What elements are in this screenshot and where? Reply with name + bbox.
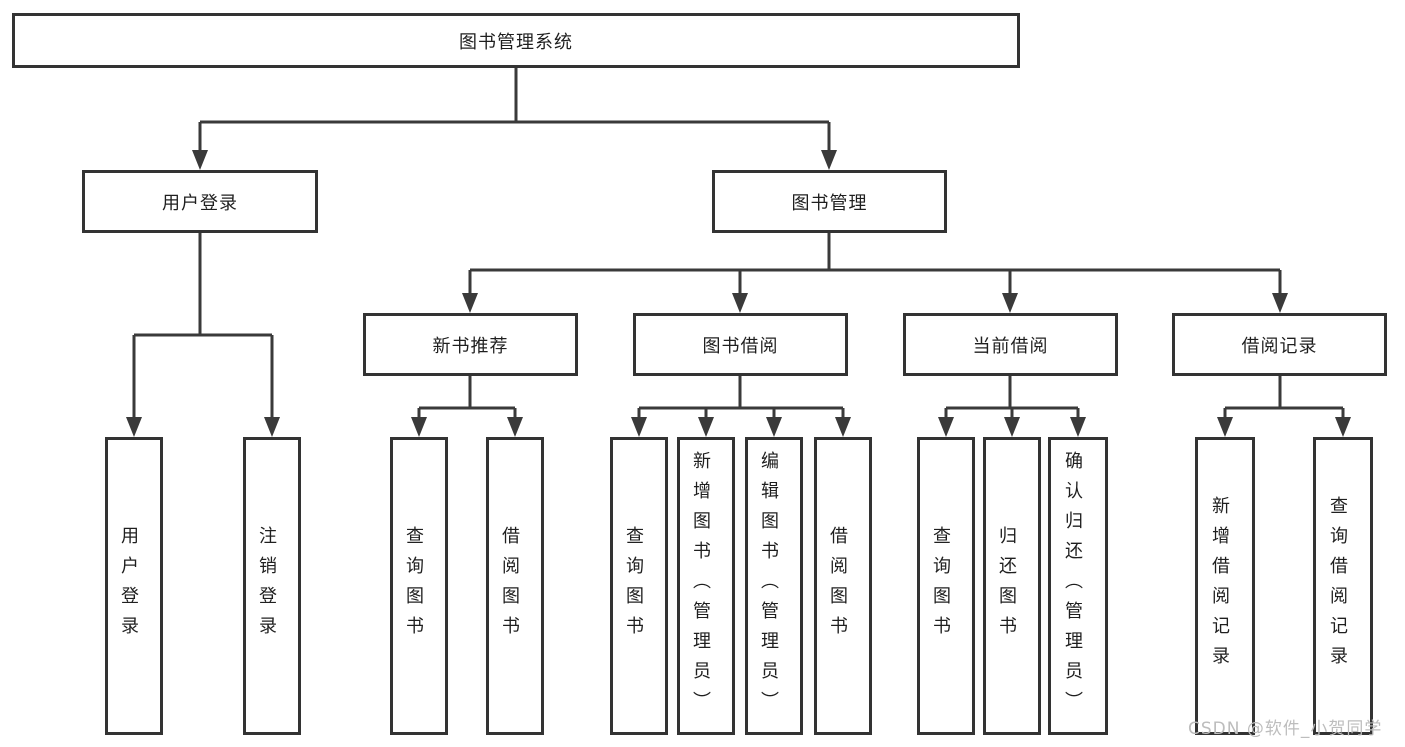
node-leaf-query-books-2-label: 查询图书 <box>623 526 644 646</box>
arrowhead-down <box>192 150 208 170</box>
arrowhead-down <box>1004 417 1020 437</box>
node-leaf-add-book-admin: 新增图书（管理员） <box>677 437 735 735</box>
node-leaf-query-books-3: 查询图书 <box>917 437 975 735</box>
node-leaf-add-borrow-record-label: 新增借阅记录 <box>1209 496 1230 676</box>
node-current-borrow: 当前借阅 <box>903 313 1118 376</box>
node-leaf-borrow-books-2-label: 借阅图书 <box>827 526 848 646</box>
node-leaf-return-book: 归还图书 <box>983 437 1041 735</box>
arrowhead-down <box>1272 293 1288 313</box>
node-leaf-query-books-3-label: 查询图书 <box>930 526 951 646</box>
node-borrow-record-label: 借阅记录 <box>1241 335 1318 357</box>
arrowhead-down <box>821 150 837 170</box>
node-book-mgmt: 图书管理 <box>712 170 947 233</box>
node-leaf-query-books-1: 查询图书 <box>390 437 448 735</box>
node-leaf-edit-book-admin-label: 编辑图书（管理员） <box>758 451 779 721</box>
arrowhead-down <box>835 417 851 437</box>
arrowhead-down <box>631 417 647 437</box>
connector-root-to-level2 <box>192 68 837 170</box>
arrowhead-down <box>462 293 478 313</box>
node-leaf-query-books-1-label: 查询图书 <box>403 526 424 646</box>
node-leaf-confirm-return-admin: 确认归还（管理员） <box>1048 437 1108 735</box>
arrowhead-down <box>732 293 748 313</box>
node-leaf-logout: 注销登录 <box>243 437 301 735</box>
node-book-mgmt-label: 图书管理 <box>791 192 868 214</box>
node-current-borrow-label: 当前借阅 <box>972 335 1049 357</box>
node-leaf-user-login: 用户登录 <box>105 437 163 735</box>
node-leaf-return-book-label: 归还图书 <box>996 526 1017 646</box>
node-user-login: 用户登录 <box>82 170 318 233</box>
node-leaf-query-borrow-record-label: 查询借阅记录 <box>1327 496 1348 676</box>
node-leaf-query-borrow-record: 查询借阅记录 <box>1313 437 1373 735</box>
arrowhead-down <box>126 417 142 437</box>
connector-current-borrow-branch <box>938 376 1086 437</box>
arrowhead-down <box>1335 417 1351 437</box>
node-leaf-user-login-label: 用户登录 <box>118 526 139 646</box>
csdn-watermark: CSDN @软件_小贺同学 <box>1188 719 1383 739</box>
connector-new-book-branch <box>411 376 523 437</box>
node-book-borrow: 图书借阅 <box>633 313 848 376</box>
arrowhead-down <box>938 417 954 437</box>
node-leaf-add-book-admin-label: 新增图书（管理员） <box>690 451 711 721</box>
node-leaf-edit-book-admin: 编辑图书（管理员） <box>745 437 803 735</box>
arrowhead-down <box>264 417 280 437</box>
arrowhead-down <box>1002 293 1018 313</box>
node-root-label: 图书管理系统 <box>459 31 573 53</box>
node-leaf-logout-label: 注销登录 <box>256 526 277 646</box>
node-new-book-recommend-label: 新书推荐 <box>432 335 509 357</box>
node-borrow-record: 借阅记录 <box>1172 313 1387 376</box>
node-new-book-recommend: 新书推荐 <box>363 313 578 376</box>
arrowhead-down <box>766 417 782 437</box>
node-leaf-add-borrow-record: 新增借阅记录 <box>1195 437 1255 735</box>
arrowhead-down <box>1070 417 1086 437</box>
node-book-borrow-label: 图书借阅 <box>702 335 779 357</box>
connector-borrow-record-branch <box>1217 376 1351 437</box>
node-leaf-borrow-books-2: 借阅图书 <box>814 437 872 735</box>
connector-book-mgmt-to-level3 <box>462 233 1288 313</box>
node-leaf-confirm-return-admin-label: 确认归还（管理员） <box>1062 451 1083 721</box>
node-leaf-query-books-2: 查询图书 <box>610 437 668 735</box>
connector-user-login-branch <box>126 233 280 437</box>
arrowhead-down <box>698 417 714 437</box>
node-user-login-label: 用户登录 <box>162 192 238 214</box>
arrowhead-down <box>411 417 427 437</box>
arrowhead-down <box>1217 417 1233 437</box>
connector-book-borrow-branch <box>631 376 851 437</box>
arrowhead-down <box>507 417 523 437</box>
node-leaf-borrow-books-1-label: 借阅图书 <box>499 526 520 646</box>
node-leaf-borrow-books-1: 借阅图书 <box>486 437 544 735</box>
node-root: 图书管理系统 <box>12 13 1020 68</box>
